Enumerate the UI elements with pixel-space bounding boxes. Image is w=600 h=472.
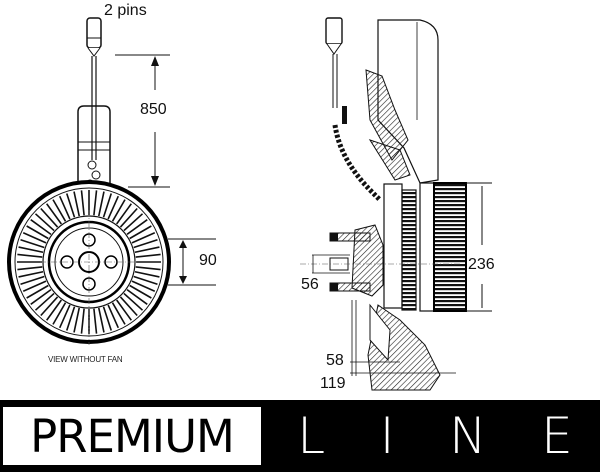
connector-icon bbox=[86, 17, 102, 49]
outer-diameter-label: 236 bbox=[468, 256, 495, 273]
fan-clutch-drawing bbox=[7, 17, 492, 391]
banner-letter: N bbox=[449, 407, 487, 465]
side-view bbox=[300, 17, 492, 391]
banner-letter: I bbox=[379, 407, 395, 465]
depth-small-label: 58 bbox=[326, 352, 344, 369]
pilot-diameter-label: 56 bbox=[301, 276, 319, 293]
cable-length-label: 850 bbox=[140, 101, 167, 118]
banner-premium-text: PREMIUM bbox=[30, 409, 235, 463]
front-view bbox=[7, 17, 216, 345]
bolt-circle-label: 90 bbox=[199, 252, 217, 269]
view-caption: VIEW WITHOUT FAN bbox=[48, 355, 123, 364]
banner-line-text: L I N E bbox=[270, 404, 600, 468]
connector-pins-label: 2 pins bbox=[104, 2, 147, 19]
depth-large-label: 119 bbox=[320, 375, 346, 392]
premium-line-banner: PREMIUM L I N E bbox=[0, 400, 600, 472]
technical-drawing: 2 pins 850 90 VIEW WITHOUT FAN 56 236 58… bbox=[7, 2, 495, 392]
banner-premium-box: PREMIUM bbox=[3, 407, 261, 465]
banner-letter: E bbox=[541, 407, 573, 465]
banner-letter: L bbox=[297, 407, 326, 465]
